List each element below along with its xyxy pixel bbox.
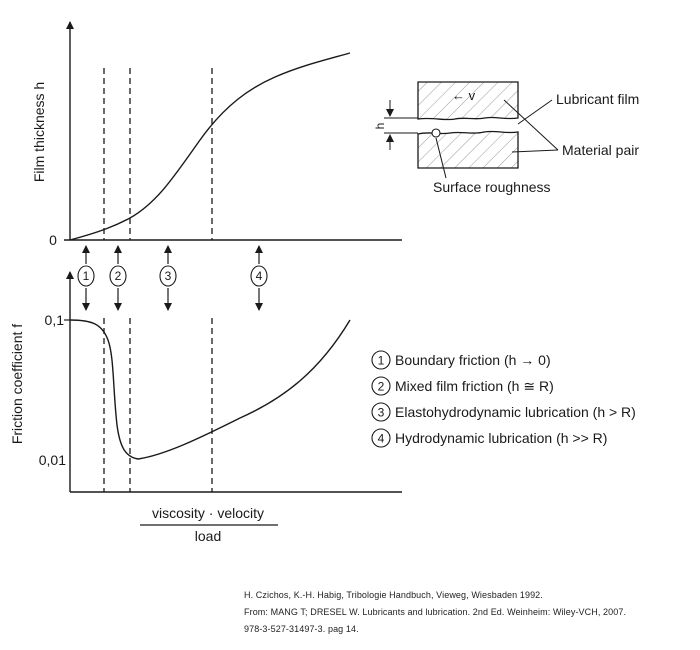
svg-text:1: 1 bbox=[378, 354, 385, 368]
x-axis-numerator: viscosity · velocity bbox=[152, 505, 264, 521]
regime-markers: 1 2 3 4 bbox=[77, 245, 268, 311]
contact-schematic: ← v h Lubricant film Material pair Surfa… bbox=[373, 81, 639, 195]
velocity-label: ← v bbox=[452, 88, 476, 103]
bottom-tick-high: 0,1 bbox=[45, 312, 65, 328]
bottom-regime-separators bbox=[103, 318, 213, 492]
regime-marker-4-label: 4 bbox=[256, 269, 263, 283]
citation-line-3: 978-3-527-31497-3. pag 14. bbox=[244, 624, 359, 634]
svg-text:3: 3 bbox=[378, 406, 385, 420]
bottom-y-axis-label: Friction coefficient f bbox=[9, 324, 25, 444]
top-y-axis-label: Film thickness h bbox=[31, 82, 47, 182]
legend-text-4: Hydrodynamic lubrication (h >> R) bbox=[395, 430, 607, 446]
legend-text-1: Boundary friction (h → 0) bbox=[395, 352, 551, 368]
regime-marker-3: 3 bbox=[159, 245, 177, 311]
roughness-asperity bbox=[431, 128, 441, 138]
lower-body bbox=[417, 130, 519, 169]
lubricant-film-label: Lubricant film bbox=[556, 91, 639, 107]
top-zero-label: 0 bbox=[49, 232, 57, 248]
regime-marker-2: 2 bbox=[109, 245, 127, 311]
legend-text-3: Elastohydrodynamic lubrication (h > R) bbox=[395, 404, 636, 420]
x-axis-fraction: viscosity · velocity load bbox=[140, 505, 278, 544]
regime-marker-4: 4 bbox=[250, 245, 268, 311]
legend-item-1: 1 Boundary friction (h → 0) bbox=[371, 350, 551, 370]
regime-marker-3-label: 3 bbox=[165, 269, 172, 283]
top-regime-separators bbox=[103, 68, 213, 240]
material-pair-label: Material pair bbox=[562, 142, 639, 158]
legend-item-3: 3 Elastohydrodynamic lubrication (h > R) bbox=[371, 402, 636, 422]
legend-text-2: Mixed film friction (h ≅ R) bbox=[395, 378, 554, 394]
h-dimension-label: h bbox=[373, 123, 387, 130]
regime-legend: 1 Boundary friction (h → 0) 2 Mixed film… bbox=[371, 350, 636, 448]
regime-marker-2-label: 2 bbox=[115, 269, 122, 283]
legend-item-2: 2 Mixed film friction (h ≅ R) bbox=[371, 376, 554, 396]
film-thickness-curve bbox=[69, 52, 351, 241]
film-thickness-chart: 0 Film thickness h bbox=[31, 21, 402, 248]
upper-body bbox=[417, 81, 519, 121]
citation-line-2: From: MANG T; DRESEL W. Lubricants and l… bbox=[244, 607, 627, 617]
regime-marker-1: 1 bbox=[77, 245, 95, 311]
surface-roughness-label: Surface roughness bbox=[433, 179, 551, 195]
regime-marker-1-label: 1 bbox=[83, 269, 90, 283]
svg-text:2: 2 bbox=[378, 380, 385, 394]
svg-text:4: 4 bbox=[378, 432, 385, 446]
legend-item-4: 4 Hydrodynamic lubrication (h >> R) bbox=[371, 428, 607, 448]
friction-coefficient-curve bbox=[69, 319, 351, 460]
friction-coefficient-chart: 0,1 0,01 Friction coefficient f bbox=[9, 271, 402, 493]
bottom-tick-low: 0,01 bbox=[39, 452, 66, 468]
citation-line-1: H. Czichos, K.-H. Habig, Tribologie Hand… bbox=[244, 590, 543, 600]
x-axis-denominator: load bbox=[195, 528, 221, 544]
